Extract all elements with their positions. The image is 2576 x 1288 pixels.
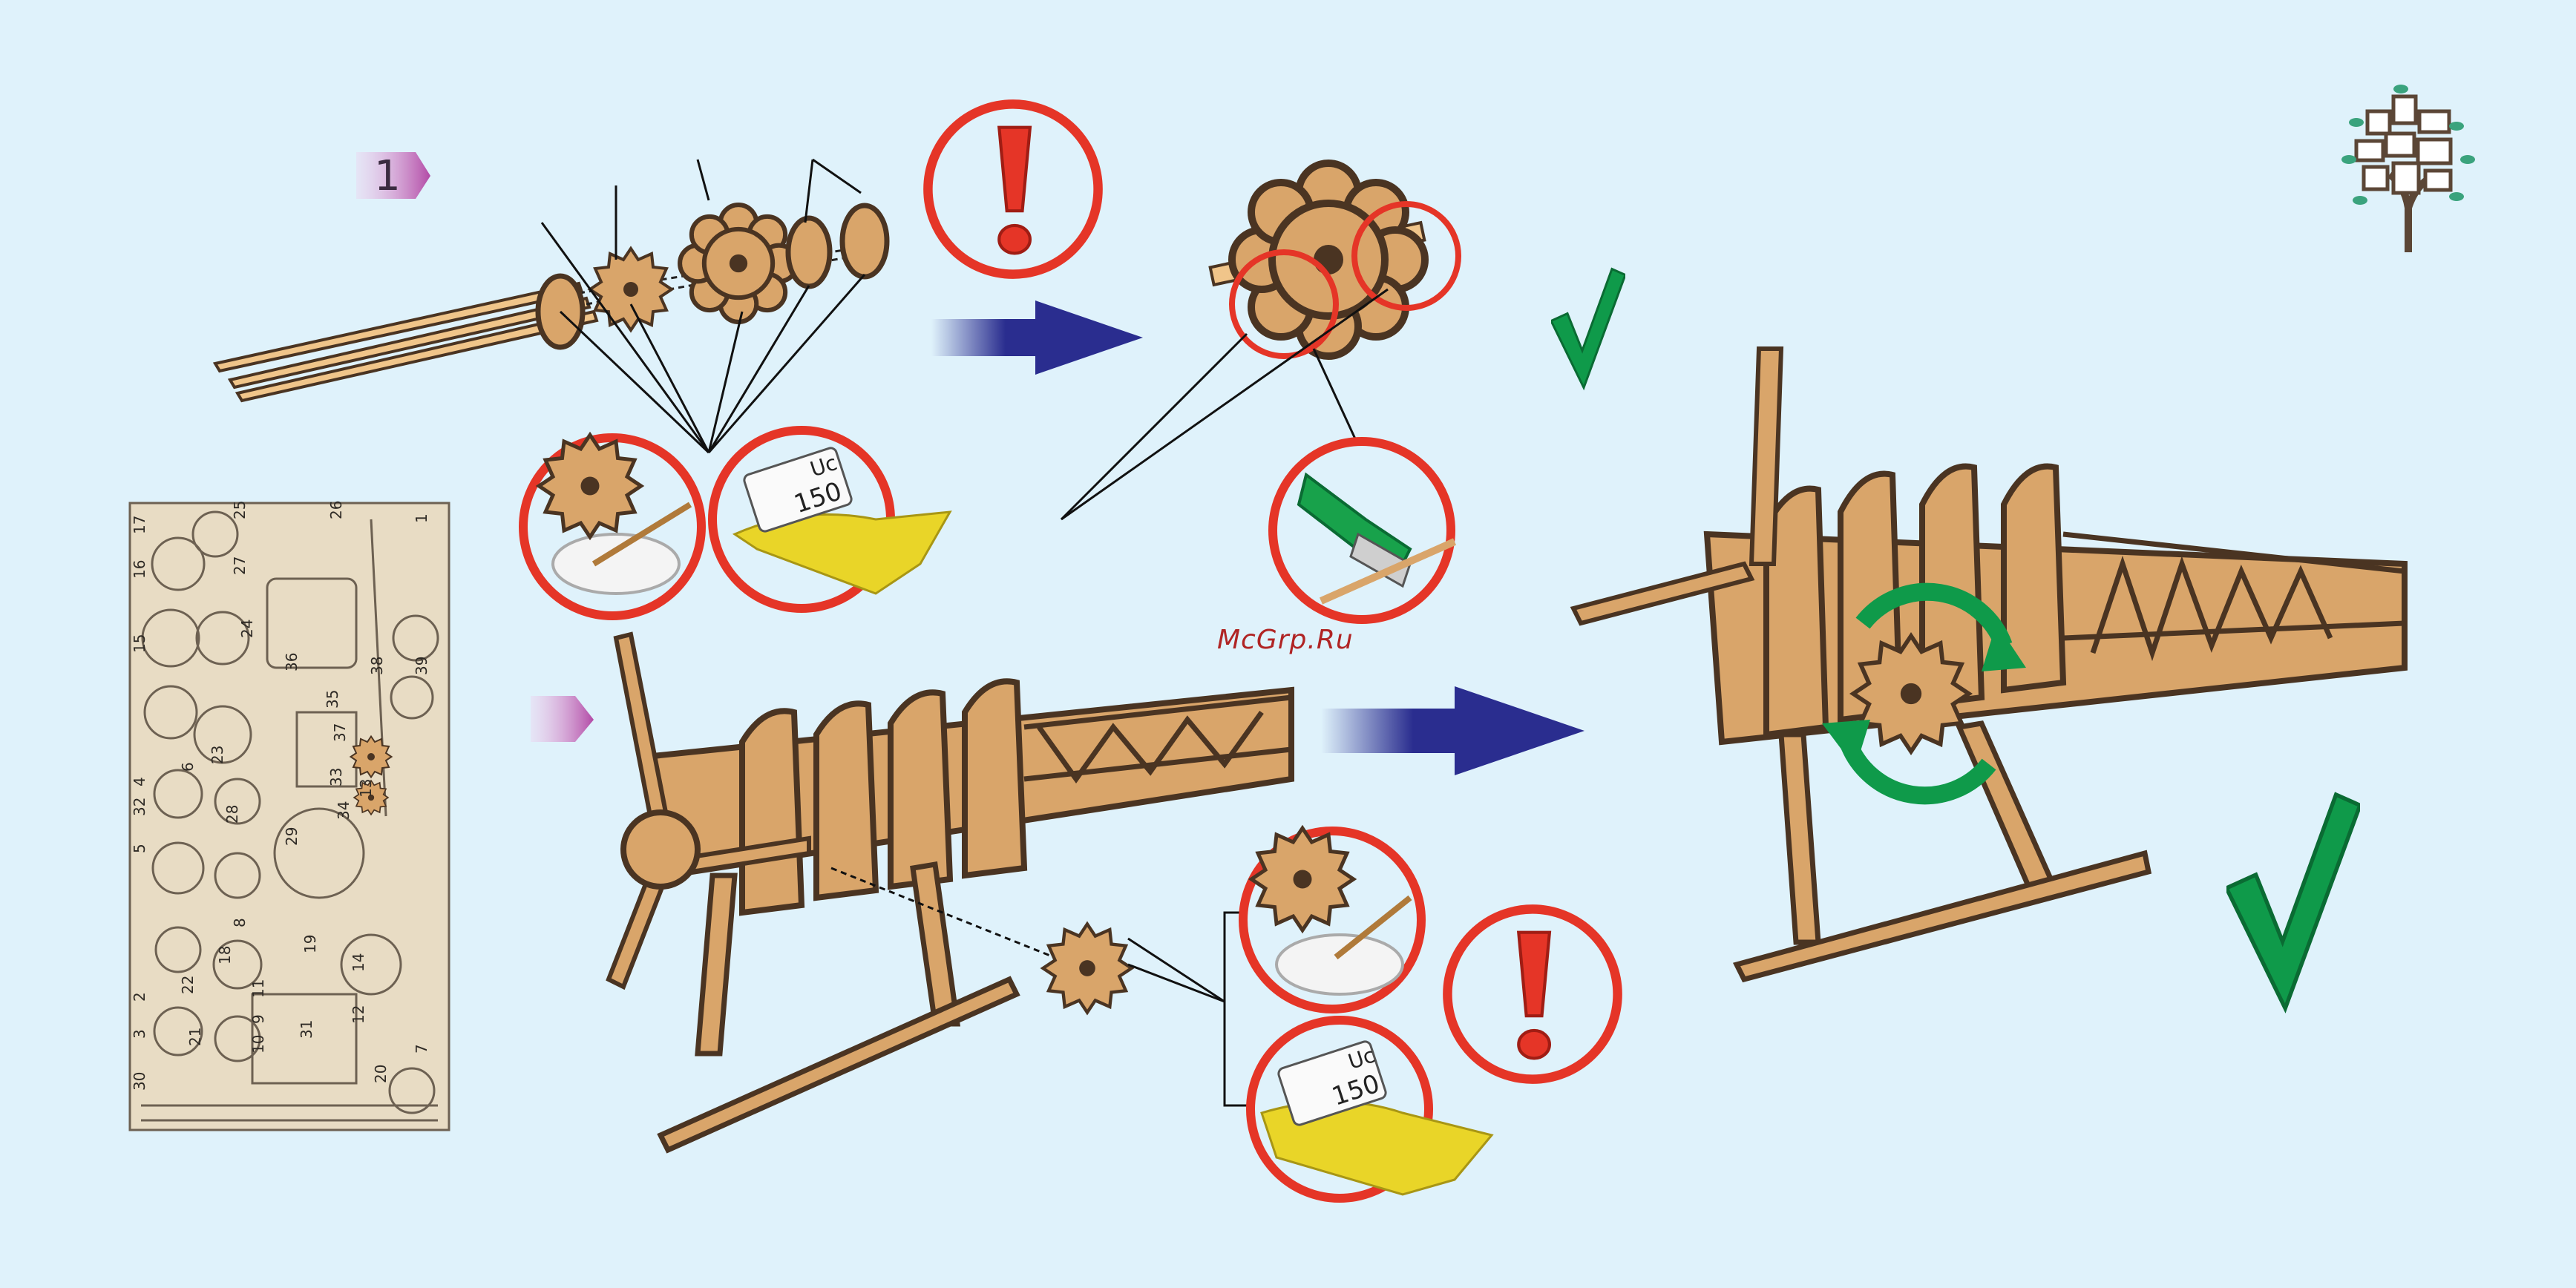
watermark-text: McGrp.Ru — [1217, 625, 1354, 655]
part-number-label: 1 — [413, 513, 430, 523]
part-number-label: 13 — [357, 779, 375, 798]
helicopter-final — [1573, 349, 2405, 979]
part-number-label: 25 — [231, 501, 249, 519]
arrow-right-icon-1 — [931, 300, 1143, 375]
part-number-label: 35 — [324, 690, 341, 709]
part-number-label: 17 — [131, 516, 148, 534]
glue-circle-1 — [523, 435, 701, 616]
step-1-number: 1 — [374, 152, 401, 200]
helicopter-assembly-step-2 — [609, 634, 1291, 1150]
arrow-right-icon-2 — [1321, 686, 1584, 775]
part-number-label: 6 — [179, 762, 197, 772]
part-number-label: 37 — [331, 723, 349, 742]
part-number-label: 38 — [368, 657, 386, 675]
part-number-label: 8 — [231, 918, 249, 927]
check-icon-1 — [1551, 269, 1625, 388]
part-number-label: 9 — [249, 1014, 267, 1024]
part-number-label: 5 — [131, 844, 148, 853]
sandpaper-circle-2: 150 Uc — [1251, 1020, 1492, 1198]
part-number-label: 11 — [249, 979, 267, 998]
part-number-label: 32 — [131, 798, 148, 816]
part-number-label: 29 — [283, 827, 301, 846]
check-icon-2 — [2226, 795, 2360, 1008]
part-number-label: 34 — [335, 801, 353, 820]
part-number-label: 28 — [223, 805, 241, 824]
part-number-label: 23 — [209, 746, 226, 764]
part-number-label: 12 — [350, 1005, 367, 1024]
part-number-label: 7 — [413, 1044, 430, 1054]
part-number-label: 21 — [186, 1028, 204, 1046]
part-number-label: 39 — [413, 657, 430, 675]
step-1-badge: 1 — [356, 152, 430, 200]
exploded-shaft-assembly — [215, 160, 887, 453]
part-number-label: 18 — [216, 946, 234, 965]
part-number-label: 36 — [283, 653, 301, 671]
brand-logo-tree-icon — [2341, 85, 2475, 252]
warning-icon-2 — [1447, 909, 1617, 1079]
part-number-label: 14 — [350, 953, 367, 972]
sandpaper-circle-1: 150 Uc — [712, 430, 950, 608]
part-number-label: 26 — [327, 501, 345, 519]
warning-icon-1 — [928, 104, 1098, 274]
knife-circle — [1273, 441, 1455, 620]
part-number-label: 10 — [249, 1035, 267, 1054]
part-number-label: 24 — [238, 620, 256, 638]
part-number-label: 31 — [298, 1020, 315, 1039]
part-number-label: 2 — [131, 992, 148, 1002]
parts-sheet — [130, 503, 449, 1130]
part-number-label: 16 — [131, 560, 148, 579]
step-2-badge — [531, 696, 594, 742]
part-number-label: 33 — [327, 768, 345, 786]
part-number-label: 15 — [131, 634, 148, 653]
part-number-label: 27 — [231, 556, 249, 575]
part-number-label: 20 — [372, 1065, 390, 1083]
part-number-label: 4 — [131, 777, 148, 786]
glue-circle-2 — [1243, 828, 1421, 1009]
part-number-label: 19 — [301, 935, 319, 953]
part-number-label: 22 — [179, 976, 197, 994]
part-number-label: 3 — [131, 1029, 148, 1039]
part-number-label: 30 — [131, 1072, 148, 1091]
